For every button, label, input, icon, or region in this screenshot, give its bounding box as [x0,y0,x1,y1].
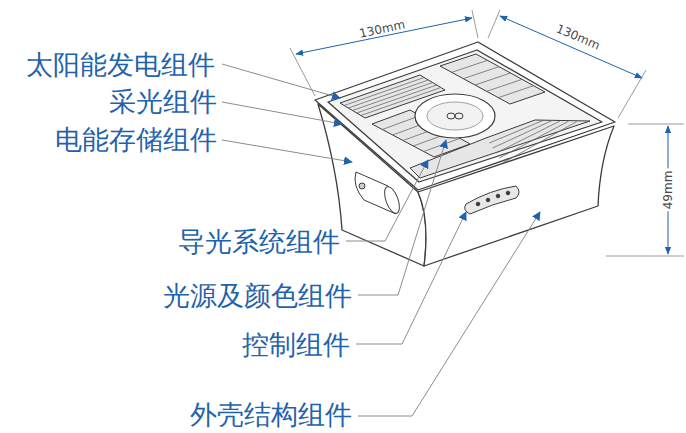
part-label: 采光组件 [109,88,217,115]
control-panel [465,186,519,214]
slat [475,73,511,85]
dimension-label: 130mm [552,22,603,53]
solar-panels [340,54,590,178]
slat [499,121,568,158]
slat [344,78,424,106]
slat [493,121,552,148]
dimension-lines [290,10,684,256]
light-collector [415,94,495,138]
slat [496,121,560,153]
dimension-label: 49mm [662,169,674,212]
part-label: 控制组件 [242,331,350,358]
part-label: 电能存储组件 [55,126,217,153]
part-label: 太阳能发电组件 [26,51,215,78]
housing [315,42,615,266]
battery [355,172,402,215]
slat [498,86,533,98]
slat [487,79,522,91]
slat [452,60,488,72]
part-label: 外壳结构组件 [190,401,352,428]
slat [424,138,460,151]
panel-slats [344,60,577,163]
slat [489,120,543,143]
part-label: 光源及颜色组件 [163,282,352,309]
slat [463,67,499,79]
slat [348,80,428,108]
slat [503,122,577,163]
part-label: 导光系统组件 [178,228,340,255]
